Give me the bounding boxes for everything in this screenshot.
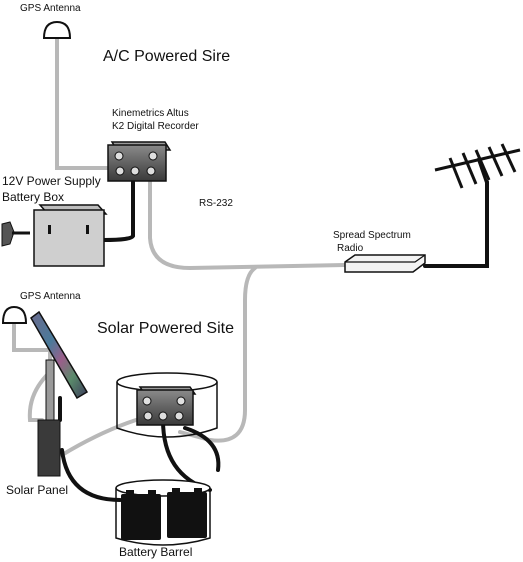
- solar-gray-cable: [27, 373, 49, 422]
- rs232-branch-cable: [178, 266, 257, 443]
- gps-antenna-icon: [42, 20, 72, 39]
- rs232-cable: [148, 178, 347, 271]
- solar-panel-label: Solar Panel: [6, 483, 68, 497]
- recorder-black-lead: [183, 426, 221, 472]
- solar-panel-icon: [30, 310, 89, 477]
- recorder-icon: [107, 141, 172, 182]
- k2-label-line1: Kinemetrics Altus: [112, 108, 189, 119]
- barrel-icon: [115, 479, 211, 546]
- black-cables: [58, 176, 489, 502]
- post-to-recorder-cable: [60, 418, 138, 457]
- yagi-antenna-icon: [434, 143, 521, 189]
- radio-label-line1: Spread Spectrum: [333, 230, 411, 241]
- power-supply-label-line1: 12V Power Supply: [2, 174, 101, 188]
- radio-label-line2: Radio: [337, 243, 364, 254]
- gps-antenna-top-label: GPS Antenna: [20, 3, 81, 14]
- post-to-battery-cable: [60, 448, 122, 502]
- gps-cable-top: [55, 36, 112, 170]
- gps-cable-bottom: [12, 323, 52, 367]
- battery-barrel-label: Battery Barrel: [119, 545, 192, 559]
- power-plug-icon: [1, 221, 30, 247]
- gps-antenna-bottom-label: GPS Antenna: [20, 291, 81, 302]
- solar-site-title: Solar Powered Site: [97, 320, 234, 337]
- gps-antenna-icon-bottom: [1, 305, 28, 324]
- rs232-label: RS-232: [199, 198, 233, 209]
- radio-icon: [344, 254, 426, 273]
- radio-to-antenna-cable: [423, 180, 489, 268]
- ac-site-title: A/C Powered Sire: [103, 48, 230, 65]
- recorder-icon-lower: [136, 386, 197, 426]
- k2-label-line2: K2 Digital Recorder: [112, 121, 199, 132]
- battery-box-icon: [33, 204, 108, 267]
- gray-cables: [12, 36, 347, 457]
- power-supply-label-line2: Battery Box: [2, 190, 64, 204]
- power-cable: [102, 176, 135, 242]
